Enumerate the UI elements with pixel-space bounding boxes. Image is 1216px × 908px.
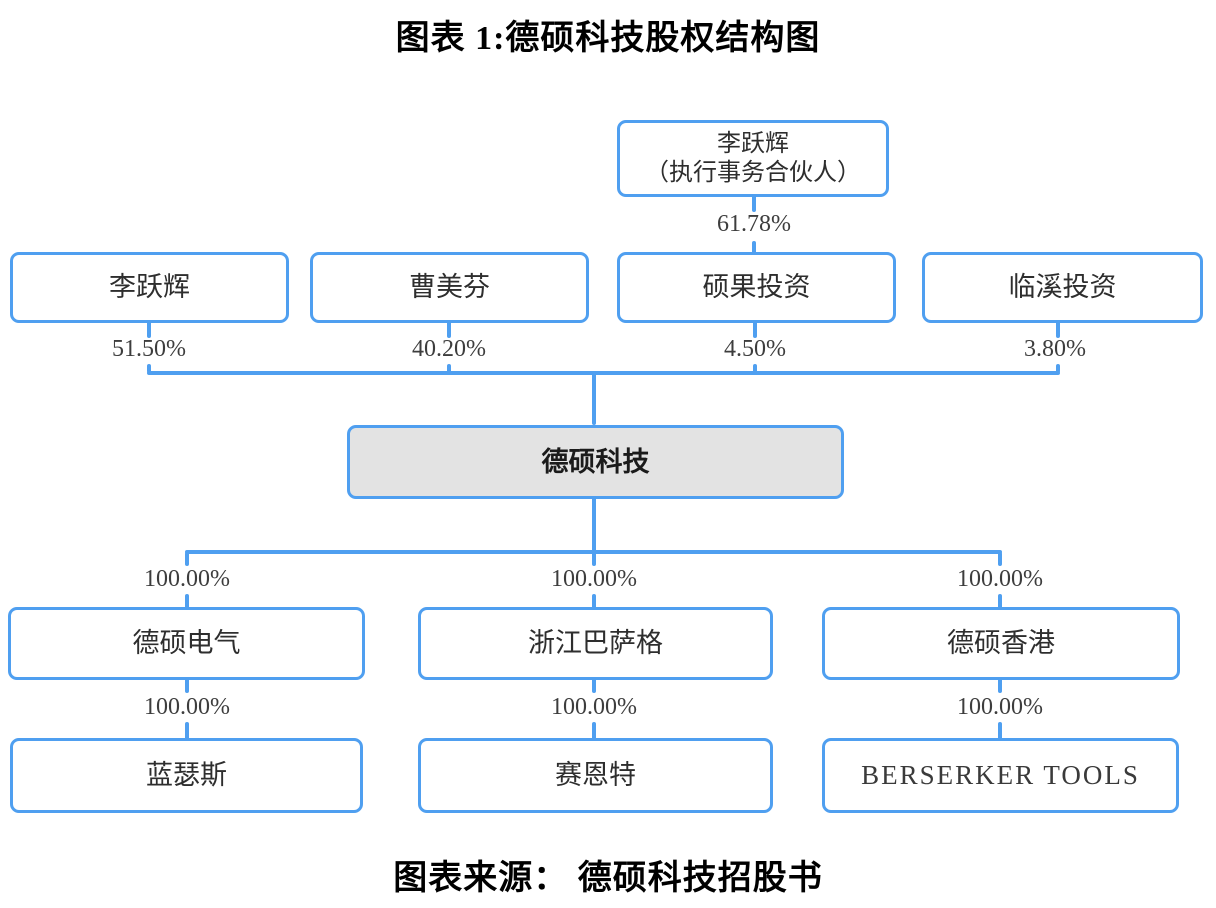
node-label: 临溪投资 — [1008, 272, 1117, 303]
pct-label-deshuo-hongkong: 100.00% — [957, 566, 1043, 592]
connector-bus-to-company — [592, 373, 596, 425]
connector-top-tick-lower — [752, 241, 756, 255]
node-deshuo-electric: 德硕电气 — [8, 607, 365, 680]
figure-title: 图表 1:德硕科技股权结构图 — [395, 20, 821, 57]
node-liyuehui: 李跃辉 — [10, 252, 289, 323]
node-label: BERSERKER TOOLS — [861, 760, 1140, 791]
connector-child1-tick-lower — [185, 722, 189, 740]
connector-child1-tick-upper — [185, 678, 189, 693]
node-label: 浙江巴萨格 — [528, 628, 663, 659]
connector-company-to-bus2 — [592, 497, 596, 554]
node-caomeifen: 曹美芬 — [310, 252, 589, 323]
connector-shareholder4-tick — [1056, 321, 1060, 338]
connector-bus2-tick1 — [185, 552, 189, 566]
figure-source-caption: 图表来源： 德硕科技招股书 — [393, 860, 823, 897]
node-zhejiang-basage: 浙江巴萨格 — [418, 607, 773, 680]
node-label: 德硕科技 — [541, 446, 650, 477]
pct-label-lansesi: 100.00% — [144, 694, 230, 720]
connector-shareholder2-tick — [447, 321, 451, 338]
pct-label-liyuehui: 51.50% — [112, 336, 186, 362]
node-label: 李跃辉 — [109, 272, 190, 303]
node-berserker-tools: BERSERKER TOOLS — [822, 738, 1179, 813]
pct-label-linxi: 3.80% — [1024, 336, 1086, 362]
pct-label-deshuo-electric: 100.00% — [144, 566, 230, 592]
connector-bus1-tick1 — [147, 364, 151, 373]
node-label: 德硕电气 — [132, 628, 241, 659]
node-lansesi: 蓝瑟斯 — [10, 738, 363, 813]
node-saiente: 赛恩特 — [418, 738, 773, 813]
node-deshuo-technology: 德硕科技 — [347, 425, 844, 499]
node-deshuo-hongkong: 德硕香港 — [822, 607, 1180, 680]
pct-label-berserker-tools: 100.00% — [957, 694, 1043, 720]
connector-sub2-tick — [592, 594, 596, 609]
node-shuoguo-investment: 硕果投资 — [617, 252, 896, 323]
connector-bus1-tick3 — [753, 364, 757, 373]
node-sublabel: （执行事务合伙人） — [645, 159, 861, 186]
node-label: 德硕香港 — [947, 628, 1055, 659]
node-label: 赛恩特 — [555, 760, 636, 791]
connector-bus1-tick4 — [1056, 364, 1060, 373]
connector-bus2-tick3 — [998, 552, 1002, 566]
node-linxi-investment: 临溪投资 — [922, 252, 1203, 323]
connector-shareholder1-tick — [147, 321, 151, 338]
node-liyuehui-executive-partner: 李跃辉 （执行事务合伙人） — [617, 120, 889, 197]
node-label: 曹美芬 — [409, 272, 490, 303]
node-label: 蓝瑟斯 — [146, 760, 227, 791]
connector-child3-tick-lower — [998, 722, 1002, 740]
pct-label-zhejiang-basage: 100.00% — [551, 566, 637, 592]
pct-label-top: 61.78% — [717, 211, 791, 237]
connector-sub1-tick — [185, 594, 189, 609]
node-label: 硕果投资 — [702, 272, 811, 303]
connector-sub3-tick — [998, 594, 1002, 609]
connector-bus1-tick2 — [447, 364, 451, 373]
pct-label-saiente: 100.00% — [551, 694, 637, 720]
node-label: 李跃辉 — [717, 130, 789, 157]
pct-label-caomeifen: 40.20% — [412, 336, 486, 362]
pct-label-shuoguo: 4.50% — [724, 336, 786, 362]
connector-child2-tick-upper — [592, 678, 596, 693]
connector-shareholders-bus — [147, 371, 1060, 375]
connector-top-tick-upper — [752, 195, 756, 212]
connector-child3-tick-upper — [998, 678, 1002, 693]
connector-shareholder3-tick — [753, 321, 757, 338]
connector-child2-tick-lower — [592, 722, 596, 740]
connector-bus2-tick2 — [592, 552, 596, 566]
